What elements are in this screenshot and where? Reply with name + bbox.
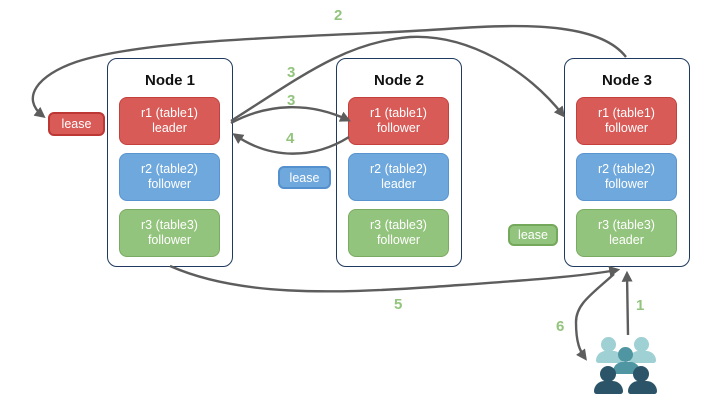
- replica-r2-node1: r2 (table2) follower: [119, 153, 220, 201]
- lease-badge-green: lease: [508, 224, 558, 246]
- replica-role-label: follower: [147, 177, 192, 191]
- replica-r1-node1: r1 (table1) leader: [119, 97, 220, 145]
- replica-role-label: follower: [147, 233, 192, 247]
- node-3-box: Node 3 r1 (table1) follower r2 (table2) …: [564, 58, 690, 267]
- step-label-1: 1: [636, 297, 645, 314]
- replica-range-label: r3 (table3): [370, 218, 427, 232]
- replica-r2-node2: r2 (table2) leader: [348, 153, 449, 201]
- node-3-title: Node 3: [601, 72, 652, 89]
- lease-badge-red: lease: [48, 112, 105, 136]
- arrow-step1-users-to-node3: [621, 270, 633, 336]
- users-icon: [593, 335, 661, 395]
- node-1-box: Node 1 r1 (table1) leader r2 (table2) fo…: [107, 58, 233, 267]
- replica-r3-node1: r3 (table3) follower: [119, 209, 220, 257]
- replica-range-label: r3 (table3): [141, 218, 198, 232]
- replica-role-label: leader: [152, 121, 187, 135]
- lease-badge-blue: lease: [278, 166, 331, 189]
- node-2-box: Node 2 r1 (table1) follower r2 (table2) …: [336, 58, 462, 267]
- replica-r3-node3: r3 (table3) leader: [576, 209, 677, 257]
- step-label-5: 5: [394, 296, 403, 313]
- step-label-3a: 3: [287, 64, 296, 81]
- arrow-step3-node1-to-node2: [230, 106, 351, 125]
- replica-r1-node2: r1 (table1) follower: [348, 97, 449, 145]
- replica-range-label: r1 (table1): [598, 106, 655, 120]
- step-label-4: 4: [286, 130, 295, 147]
- replica-role-label: follower: [376, 121, 421, 135]
- step-label-2: 2: [334, 7, 343, 24]
- replica-range-label: r2 (table2): [598, 162, 655, 176]
- replica-range-label: r2 (table2): [141, 162, 198, 176]
- person-icon: [593, 335, 661, 395]
- replica-role-label: follower: [604, 121, 649, 135]
- step-label-6: 6: [556, 318, 565, 335]
- node-2-title: Node 2: [373, 72, 424, 89]
- replica-role-label: follower: [376, 233, 421, 247]
- step-label-3b: 3: [287, 92, 296, 109]
- replica-r1-node3: r1 (table1) follower: [576, 97, 677, 145]
- replica-role-label: follower: [604, 177, 649, 191]
- replica-range-label: r1 (table1): [370, 106, 427, 120]
- replica-range-label: r1 (table1): [141, 106, 198, 120]
- person-icon: [593, 335, 661, 395]
- person-icon: [593, 335, 661, 395]
- node-1-title: Node 1: [144, 72, 195, 89]
- replica-range-label: r3 (table3): [598, 218, 655, 232]
- arrow-step5-node1-to-node3: [169, 264, 621, 293]
- replica-role-label: leader: [609, 233, 644, 247]
- replica-r3-node2: r3 (table3) follower: [348, 209, 449, 257]
- replica-r2-node3: r2 (table2) follower: [576, 153, 677, 201]
- replica-range-label: r2 (table2): [370, 162, 427, 176]
- replica-role-label: leader: [381, 177, 416, 191]
